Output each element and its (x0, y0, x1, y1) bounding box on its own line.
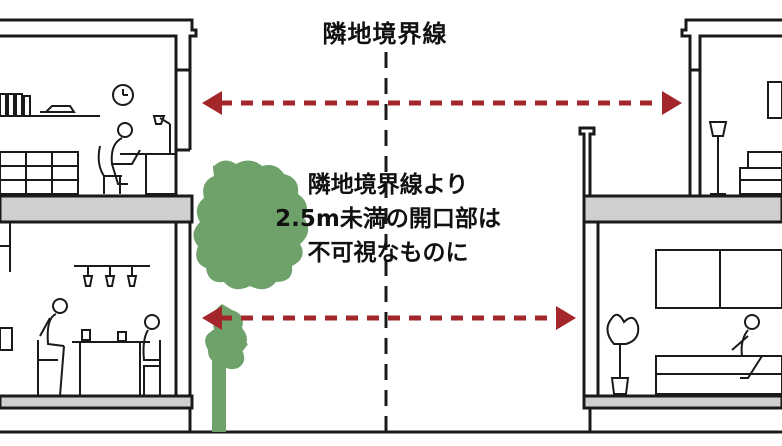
books-icon (0, 93, 31, 117)
left-upper-room (0, 84, 177, 195)
car-model-icon (40, 105, 76, 113)
note-line: 不可視なものに (307, 240, 469, 266)
boundary-label: 隣地境界線 (300, 14, 470, 49)
note-line: 隣地境界線より (307, 172, 469, 198)
floor-lamp-icon (708, 121, 728, 195)
lower-distance-arrow (202, 306, 576, 330)
right-building (578, 18, 782, 432)
right-upper-room (708, 81, 782, 195)
clock-icon (112, 84, 134, 106)
bed-icon (739, 151, 782, 195)
tree (193, 160, 309, 432)
note-line: 2.5m未満の開口部は (275, 206, 501, 232)
desk-lamp-icon (152, 115, 171, 154)
left-lower-room (0, 222, 161, 397)
sofa-icon (655, 355, 782, 395)
left-building (0, 18, 198, 432)
window-icon (767, 81, 782, 119)
right-lower-room (606, 249, 782, 395)
opening-note: 隣地境界線より 2.5m未満の開口部は 不可視なものに (238, 168, 538, 270)
potted-plant-icon (606, 313, 640, 395)
upper-distance-arrow (202, 91, 682, 115)
pendant-lamp-icon (74, 265, 150, 287)
